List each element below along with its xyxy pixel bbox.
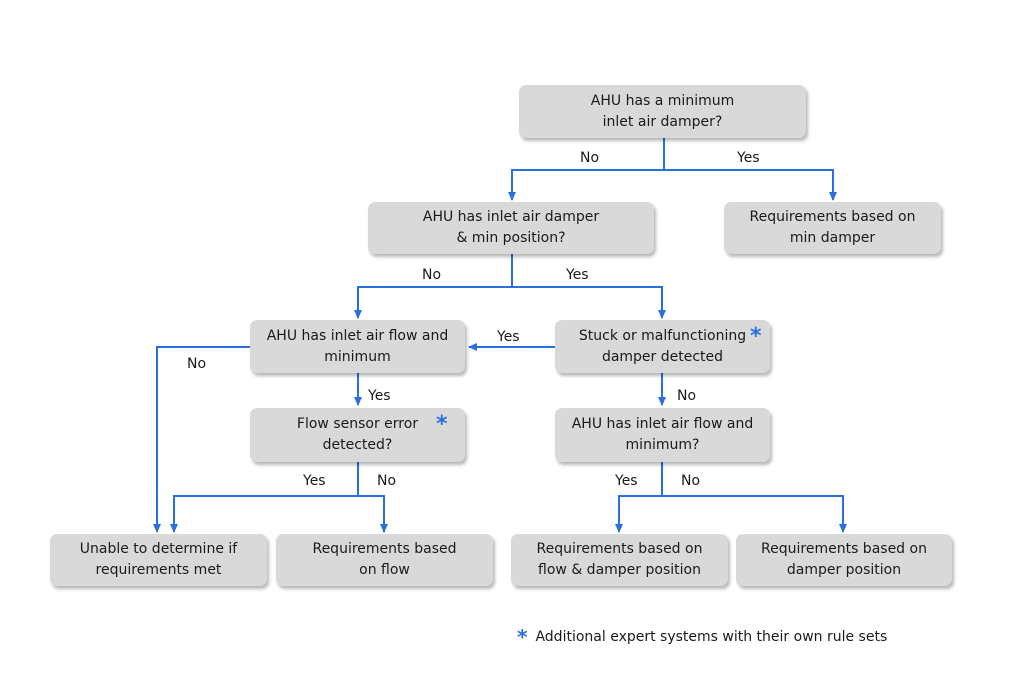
edge-label-no: No [677, 388, 697, 404]
node-text-line: minimum [324, 348, 391, 365]
node-text-line: Unable to determine if [79, 541, 238, 557]
node-text-line: damper detected [601, 348, 724, 365]
edge-flowleft-no [153, 346, 250, 533]
edge-label-yes: Yes [737, 150, 760, 166]
node-min-damper-question: AHU has a minimum inlet air damper? [519, 85, 806, 138]
edge-label-no: No [422, 267, 442, 283]
edge-label-yes: Yes [368, 388, 391, 404]
node-stuck-damper-question: Stuck or malfunctioning damper detected [555, 320, 770, 373]
edge-flowright-yes [615, 495, 662, 533]
edge-label-yes: Yes [303, 473, 326, 489]
node-text-line: AHU has a minimum [590, 92, 735, 109]
edge-label-no: No [681, 473, 701, 489]
edge-damper-minpos-no [354, 286, 512, 319]
node-text-line: Requirements based on [536, 541, 703, 557]
node-damper-position-result: Requirements based on damper position [736, 534, 952, 586]
node-flow-minimum-right-question: AHU has inlet air flow and minimum? [555, 408, 770, 462]
expert-system-marker: * [436, 412, 448, 437]
edge-min-damper-no [508, 169, 664, 201]
node-text-line: & min position? [456, 230, 566, 246]
edge-sensor-no [358, 495, 388, 533]
node-unable-result: Unable to determine if requirements met [50, 534, 267, 586]
node-text-line: requirements met [95, 562, 222, 578]
node-text-line: AHU has inlet air flow and [266, 327, 449, 344]
node-flow-minimum-left-question: AHU has inlet air flow and minimum [250, 320, 465, 373]
node-flow-sensor-question: Flow sensor error detected? [250, 408, 465, 462]
node-min-damper-result: Requirements based on min damper [724, 202, 941, 254]
edge-damper-minpos-yes [512, 286, 666, 319]
node-text-line: Requirements based on [761, 541, 927, 557]
node-text-line: inlet air damper? [602, 113, 723, 130]
node-text-line: AHU has inlet air damper [422, 209, 600, 225]
node-damper-min-position-question: AHU has inlet air damper & min position? [368, 202, 654, 254]
node-text-line: Requirements based [312, 541, 457, 557]
edge-flowright-no [662, 495, 847, 533]
edge-label-no: No [580, 150, 600, 166]
node-text-line: flow & damper position [538, 562, 701, 578]
legend: * Additional expert systems with their o… [517, 627, 887, 647]
edge-label-no: No [187, 356, 207, 372]
node-text-line: detected? [322, 437, 393, 453]
node-text-line: damper position [786, 562, 902, 578]
node-text-line: Stuck or malfunctioning [578, 327, 747, 344]
node-text-line: min damper [789, 230, 876, 246]
node-flow-damper-result: Requirements based on flow & damper posit… [511, 534, 728, 586]
edge-label-yes: Yes [566, 267, 589, 283]
node-text-line: minimum? [625, 437, 700, 453]
edge-label-no: No [377, 473, 397, 489]
edge-sensor-yes [170, 495, 358, 533]
node-text-line: AHU has inlet air flow and [571, 416, 754, 432]
expert-system-marker: * [750, 324, 762, 349]
node-flow-result: Requirements based on flow [276, 534, 493, 586]
edge-label-yes: Yes [497, 329, 520, 345]
node-text-line: on flow [359, 562, 410, 578]
node-text-line: Requirements based on [749, 209, 916, 225]
node-text-line: Flow sensor error [296, 416, 419, 432]
edge-min-damper-yes [664, 169, 837, 201]
legend-marker: * [517, 625, 528, 649]
edge-label-yes: Yes [615, 473, 638, 489]
legend-text: Additional expert systems with their own… [535, 629, 888, 645]
